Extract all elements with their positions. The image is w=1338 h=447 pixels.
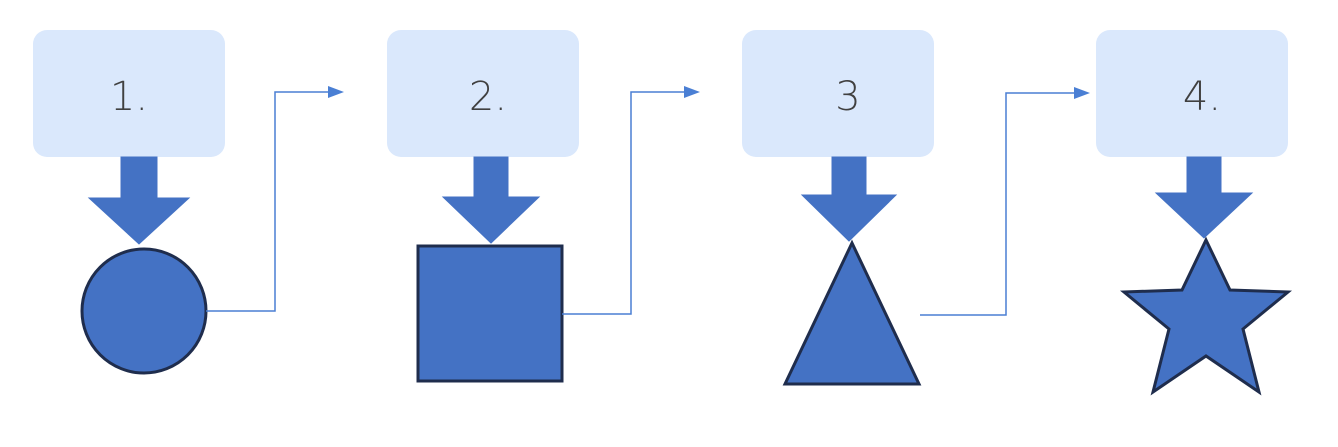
step-3-box[interactable]: [742, 30, 934, 157]
step-2-down-arrow: [441, 156, 541, 244]
step-1-down-arrow: [87, 156, 191, 245]
step-3-label: 3: [835, 74, 860, 120]
step-3-down-arrow: [800, 156, 898, 242]
step-1-label: 1.: [110, 74, 148, 120]
step-2: 2.: [387, 30, 579, 383]
step-1-circle-shape[interactable]: [80, 247, 208, 375]
step-4-down-arrow: [1154, 156, 1254, 239]
connector-3-to-4: [920, 87, 1090, 316]
connector-line: [206, 91, 330, 312]
connector-arrowhead: [684, 86, 700, 98]
connector-1-to-2: [206, 86, 344, 312]
connector-line: [920, 92, 1076, 316]
connector-arrowhead: [328, 86, 344, 98]
step-3: 3: [742, 30, 934, 386]
step-4-box[interactable]: [1096, 30, 1288, 157]
step-2-label: 2.: [469, 74, 507, 120]
step-1-box[interactable]: [33, 30, 225, 157]
step-2-square-shape[interactable]: [416, 244, 564, 383]
step-4-star-shape[interactable]: [1119, 236, 1293, 396]
step-3-triangle-shape[interactable]: [782, 239, 922, 386]
step-4: 4.: [1096, 30, 1293, 396]
connector-arrowhead: [1074, 87, 1090, 99]
step-1: 1.: [33, 30, 225, 375]
connector-line: [562, 91, 686, 315]
connector-2-to-3: [562, 86, 700, 315]
step-4-label: 4.: [1183, 74, 1221, 120]
step-2-box[interactable]: [387, 30, 579, 157]
